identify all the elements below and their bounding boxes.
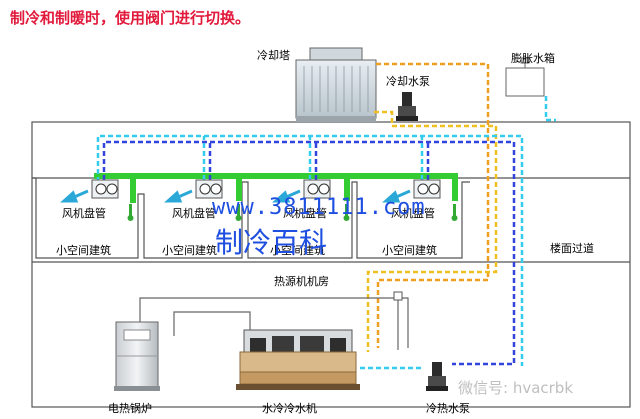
heating-loop-pipes xyxy=(139,292,409,350)
fan-coil-units xyxy=(91,179,441,199)
page-title: 制冷和制暖时，使用阀门进行切换。 xyxy=(10,9,251,27)
supply-header-pipe xyxy=(94,173,458,203)
small-space-building-label: 小空间建筑 xyxy=(270,244,325,257)
valve-icon xyxy=(393,291,403,301)
fan-coil-3 xyxy=(303,179,331,199)
return-water-pipes xyxy=(96,96,556,370)
fan-coil-1 xyxy=(91,179,119,199)
fan-coil-4 xyxy=(413,179,441,199)
fan-coil-2 xyxy=(195,179,223,199)
cooling-water-pipes xyxy=(366,62,498,352)
floor-corridor-label: 楼面过道 xyxy=(550,242,594,255)
heat-source-room-label: 热源机机房 xyxy=(274,275,329,288)
water-chiller xyxy=(236,329,360,390)
small-space-building-label: 小空间建筑 xyxy=(56,244,111,257)
watermark-wechat: 微信号: hvacrbk xyxy=(458,379,574,397)
expansion-tank xyxy=(505,57,545,97)
cooling-tower xyxy=(295,47,377,122)
fan-coil-label: 风机盘管 xyxy=(391,207,435,220)
electric-boiler-label: 电热锅炉 xyxy=(108,402,152,415)
cooling-tower-label: 冷却塔 xyxy=(257,49,290,62)
small-space-building-label: 小空间建筑 xyxy=(162,244,217,257)
expansion-tank-label: 膨胀水箱 xyxy=(511,52,555,65)
small-space-building-label: 小空间建筑 xyxy=(382,244,437,257)
pump-icon xyxy=(396,92,418,121)
chilled-water-pipes xyxy=(102,140,516,366)
watermark-url: www.3811111.com xyxy=(212,195,426,220)
chilled-hot-pump-label: 冷热水泵 xyxy=(426,402,470,415)
air-outlet-arrow-icon xyxy=(60,189,411,203)
fan-coil-label: 风机盘管 xyxy=(283,207,327,220)
electric-boiler xyxy=(114,321,160,391)
pump-icon xyxy=(426,362,448,391)
fan-coil-label: 风机盘管 xyxy=(172,207,216,220)
thermometer-icon xyxy=(127,204,458,221)
fan-coil-label: 风机盘管 xyxy=(62,207,106,220)
water-chiller-label: 水冷冷水机 xyxy=(262,402,317,415)
watermark-site: 制冷百科 xyxy=(215,226,328,259)
cooling-pump-label: 冷却水泵 xyxy=(386,75,430,88)
